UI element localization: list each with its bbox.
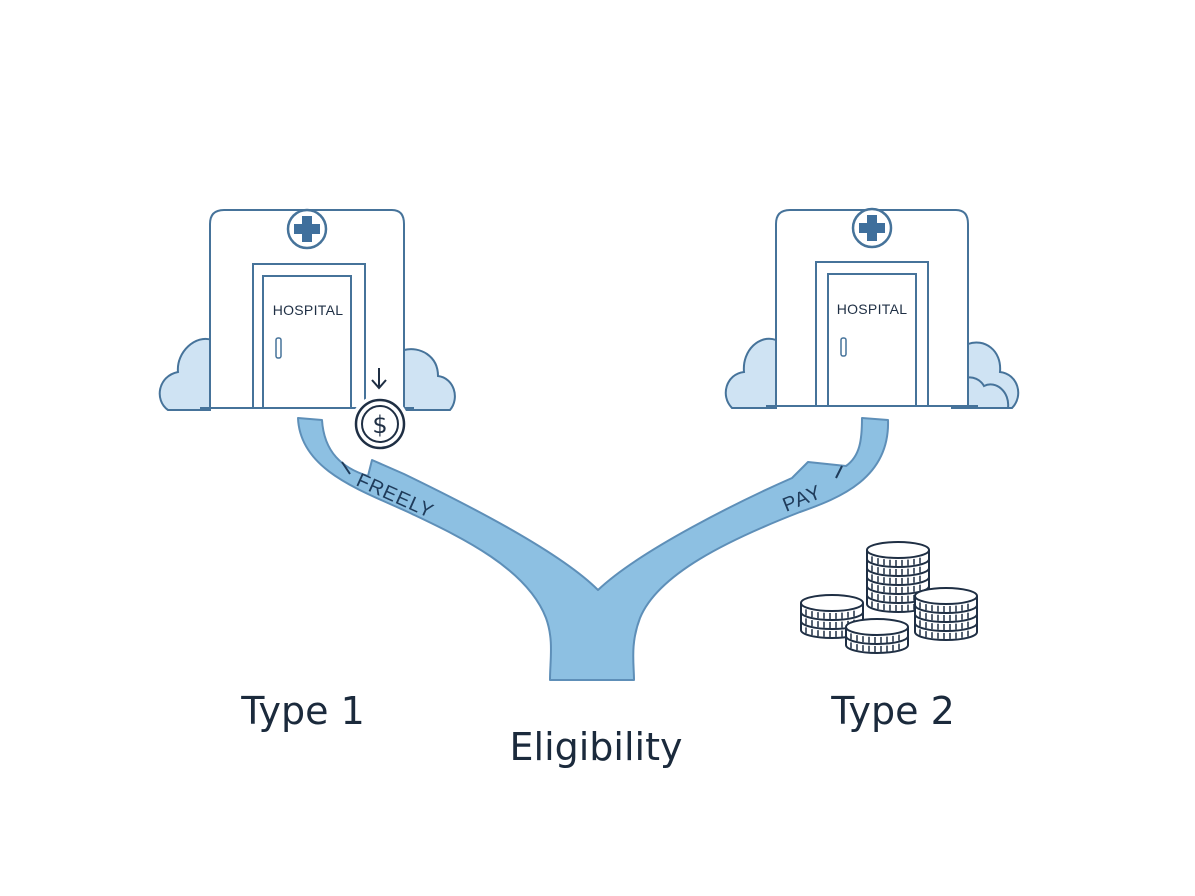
right-cloud-left bbox=[724, 337, 777, 409]
left-cloud-left bbox=[158, 337, 214, 411]
eligibility-flow: FREELY PAY bbox=[297, 417, 890, 681]
pay-tick bbox=[835, 465, 843, 479]
medical-cross-icon bbox=[851, 207, 893, 249]
eligibility-label: Eligibility bbox=[510, 725, 683, 769]
right-hospital: HOSPITAL bbox=[724, 207, 1020, 409]
medical-cross-icon bbox=[286, 208, 328, 250]
down-arrow-icon bbox=[371, 368, 387, 390]
coin-stack-front bbox=[845, 618, 909, 654]
dollar-symbol: $ bbox=[372, 411, 387, 439]
coin-stack-right bbox=[914, 587, 978, 641]
freely-tick bbox=[341, 461, 351, 475]
type-2-label: Type 2 bbox=[830, 689, 955, 733]
right-hospital-sign: HOSPITAL bbox=[837, 301, 908, 317]
left-door-handle bbox=[275, 337, 282, 359]
left-cloud-right bbox=[403, 348, 456, 411]
coin-stacks-icon bbox=[800, 541, 978, 654]
type-1-label: Type 1 bbox=[240, 689, 365, 733]
left-hospital-sign: HOSPITAL bbox=[273, 302, 344, 318]
dollar-coin-icon: $ bbox=[351, 395, 409, 453]
left-hospital: HOSPITAL bbox=[158, 208, 456, 411]
flow-shape bbox=[297, 417, 890, 681]
coin-stack-back bbox=[866, 541, 930, 613]
right-door-handle bbox=[840, 337, 847, 357]
